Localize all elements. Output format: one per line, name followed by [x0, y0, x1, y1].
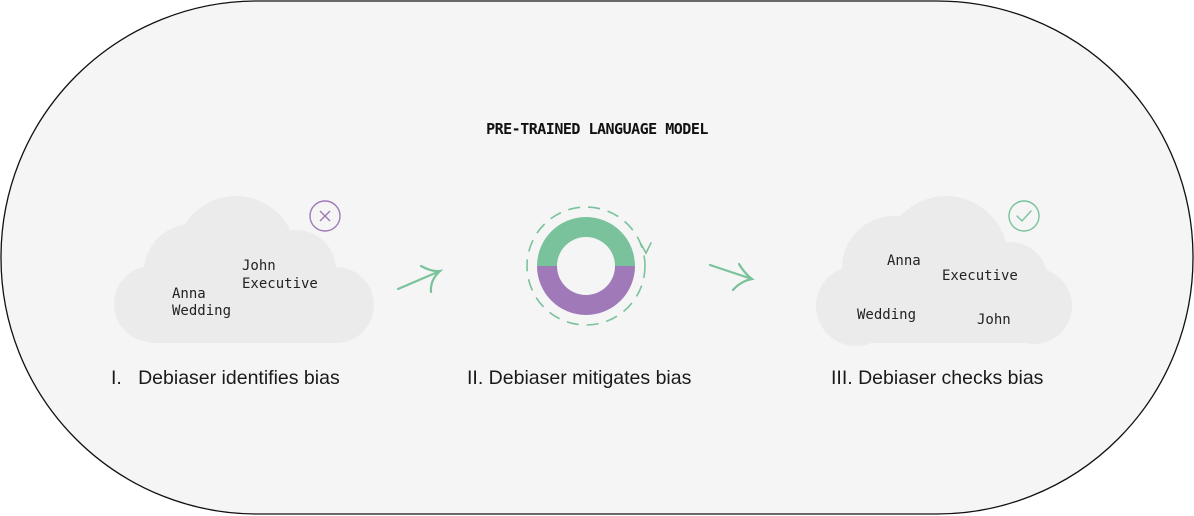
cloud-left: [114, 196, 374, 343]
cloud-word: John: [242, 258, 276, 274]
cloud-word: Anna: [887, 253, 921, 269]
step-label: III. Debiaser checks bias: [831, 367, 1044, 389]
cloud-word: Executive: [942, 268, 1018, 284]
cloud-right: [816, 196, 1072, 346]
step-label: II. Debiaser mitigates bias: [467, 367, 692, 389]
arrow-icon: [396, 264, 444, 294]
cloud-word: John: [977, 312, 1011, 328]
x-circle-icon: [309, 200, 341, 232]
cloud-word: Wedding: [172, 303, 232, 319]
cloud-word: Anna: [172, 286, 206, 302]
cloud-word: Executive: [242, 276, 318, 292]
step-label: I. Debiaser identifies bias: [111, 367, 340, 389]
check-circle-icon: [1008, 200, 1040, 232]
diagram-title: PRE-TRAINED LANGUAGE MODEL: [486, 120, 708, 138]
arrow-icon: [708, 262, 755, 292]
cloud-word: Wedding: [857, 307, 917, 323]
donut-cycle-icon: [526, 206, 652, 326]
